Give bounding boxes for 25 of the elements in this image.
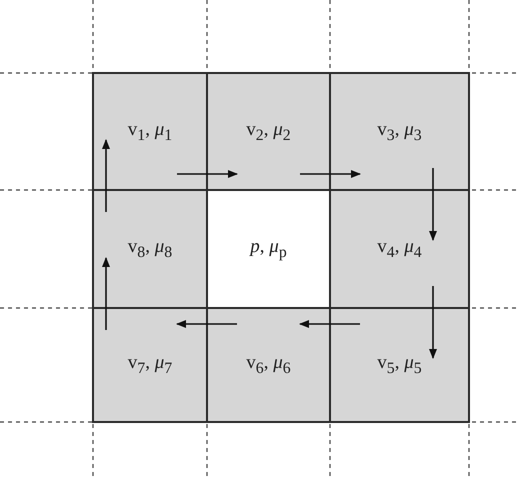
arrow — [429, 168, 437, 241]
cell-label: v$_{3}$, μ$_{3}$ — [377, 118, 422, 144]
arrow — [429, 286, 437, 359]
cell-label: v$_{7}$, μ$_{7}$ — [128, 352, 172, 378]
arrow — [176, 320, 237, 328]
cell-label: p, μ$_{p}$ — [250, 236, 287, 262]
cell-label: v$_{6}$, μ$_{6}$ — [246, 352, 291, 378]
grid-cell — [92, 189, 208, 309]
cell-label: v$_{1}$, μ$_{1}$ — [128, 118, 172, 144]
grid-cell — [206, 72, 331, 191]
grid-cell — [92, 72, 208, 191]
arrow — [102, 257, 110, 330]
cell-label: v$_{8}$, μ$_{8}$ — [128, 236, 172, 262]
arrow — [177, 170, 238, 178]
arrow — [299, 320, 360, 328]
arrow — [102, 139, 110, 212]
cell-label: v$_{5}$, μ$_{5}$ — [377, 352, 422, 378]
grid-cell — [329, 72, 470, 191]
cell-label: v$_{2}$, μ$_{2}$ — [246, 118, 291, 144]
grid-cell — [329, 189, 470, 309]
grid-cell — [206, 307, 331, 423]
grid-cell — [329, 307, 470, 423]
grid-cell — [92, 307, 208, 423]
arrow — [300, 170, 361, 178]
cell-label: v$_{4}$, μ$_{4}$ — [377, 236, 422, 262]
